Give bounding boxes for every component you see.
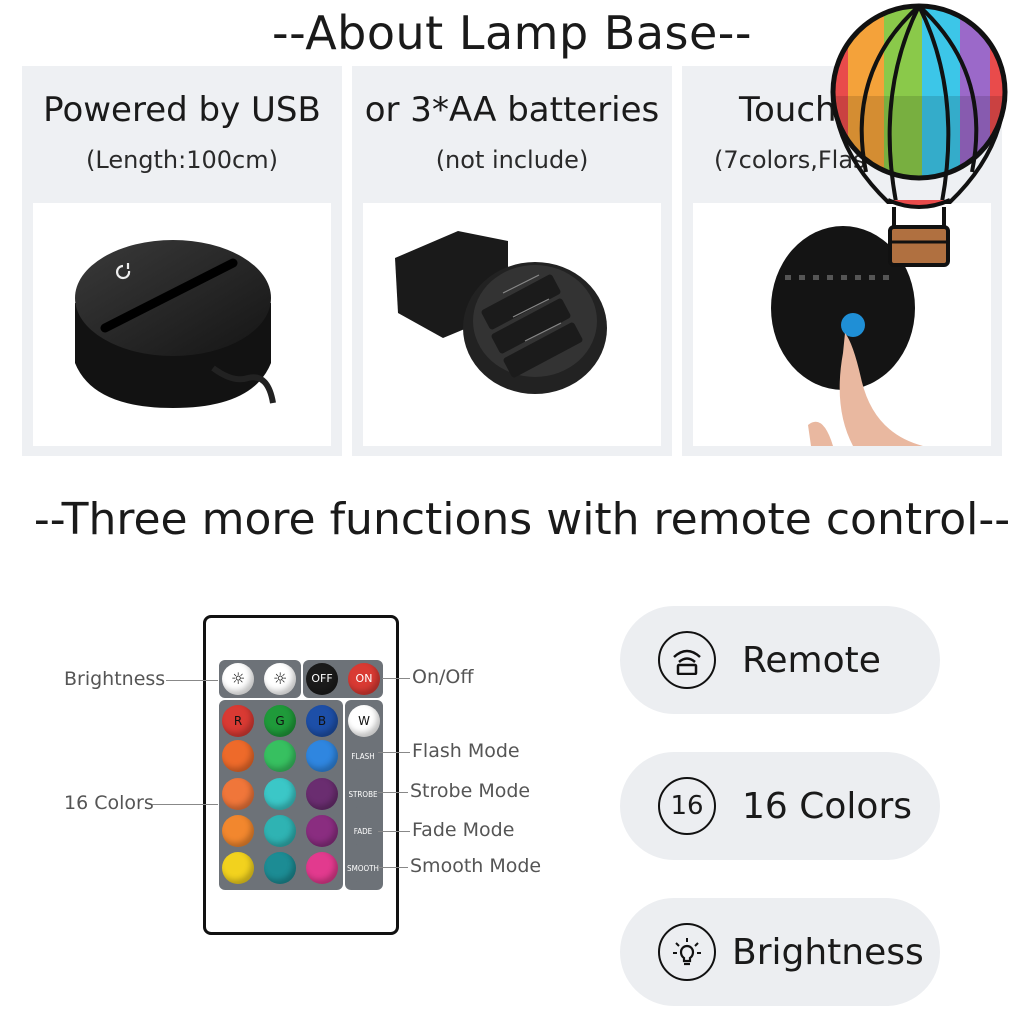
bulb-icon xyxy=(658,923,716,981)
color-button[interactable] xyxy=(264,740,296,772)
feature-label: Brightness xyxy=(732,931,924,973)
panel-batteries: or 3*AA batteries (not include) xyxy=(352,66,672,456)
color-button[interactable] xyxy=(306,740,338,772)
feature-16-colors: 16 16 Colors xyxy=(620,752,940,860)
panel-subtitle: (Length:100cm) xyxy=(86,146,278,174)
strobe-button[interactable]: STROBE xyxy=(348,779,378,809)
panel-subtitle: (not include) xyxy=(435,146,589,174)
color-button[interactable] xyxy=(222,778,254,810)
blue-button[interactable]: B xyxy=(306,705,338,737)
colors-label: 16 Colors xyxy=(64,792,154,814)
sun-icon: ☼ xyxy=(231,669,246,688)
brightness-label: Brightness xyxy=(64,668,166,690)
white-button[interactable]: W xyxy=(348,705,380,737)
color-button[interactable] xyxy=(306,815,338,847)
section-title-lamp-base: --About Lamp Base-- xyxy=(272,6,752,60)
section-title-remote-functions: --Three more functions with remote contr… xyxy=(33,494,1011,545)
color-button[interactable] xyxy=(222,852,254,884)
panel-title: Powered by USB xyxy=(43,90,321,130)
panel-usb: Powered by USB (Length:100cm) xyxy=(22,66,342,456)
on-button[interactable]: ON xyxy=(348,663,380,695)
color-button[interactable] xyxy=(222,815,254,847)
onoff-label: On/Off xyxy=(412,666,474,688)
panel-title: Touch xyxy=(739,90,837,130)
color-button[interactable] xyxy=(222,740,254,772)
touch-button-icon xyxy=(841,313,865,337)
flash-button[interactable]: FLASH xyxy=(348,741,378,771)
number-16-icon: 16 xyxy=(658,777,716,835)
feature-brightness: Brightness xyxy=(620,898,940,1006)
flash-mode-label: Flash Mode xyxy=(412,740,520,762)
fade-button[interactable]: FADE xyxy=(348,816,378,846)
remote-icon xyxy=(658,631,716,689)
green-button[interactable]: G xyxy=(264,705,296,737)
sun-icon: ☼ xyxy=(273,669,288,688)
feature-label: Remote xyxy=(742,639,881,681)
color-button[interactable] xyxy=(264,778,296,810)
color-button[interactable] xyxy=(306,778,338,810)
power-icon xyxy=(116,263,131,280)
red-button[interactable]: R xyxy=(222,705,254,737)
feature-label: 16 Colors xyxy=(742,785,912,827)
panel-title: or 3*AA batteries xyxy=(364,90,660,130)
remote-control: ☼ ☼ OFF ON R G B W FLASH STROBE FADE SMO… xyxy=(203,615,399,935)
battery-compartment-image xyxy=(363,203,661,446)
panel-subtitle: (7colors,Flas xyxy=(714,146,866,174)
brightness-up-button[interactable]: ☼ xyxy=(222,663,254,695)
color-button[interactable] xyxy=(264,815,296,847)
feature-remote: Remote xyxy=(620,606,940,714)
smooth-mode-label: Smooth Mode xyxy=(410,855,542,877)
color-button[interactable] xyxy=(306,852,338,884)
strobe-mode-label: Strobe Mode xyxy=(410,780,531,802)
brightness-down-button[interactable]: ☼ xyxy=(264,663,296,695)
color-button[interactable] xyxy=(264,852,296,884)
hot-air-balloon-icon xyxy=(826,2,1012,272)
off-button[interactable]: OFF xyxy=(306,663,338,695)
usb-lamp-base-image xyxy=(33,203,331,446)
fade-mode-label: Fade Mode xyxy=(412,819,515,841)
smooth-button[interactable]: SMOOTH xyxy=(347,853,379,883)
